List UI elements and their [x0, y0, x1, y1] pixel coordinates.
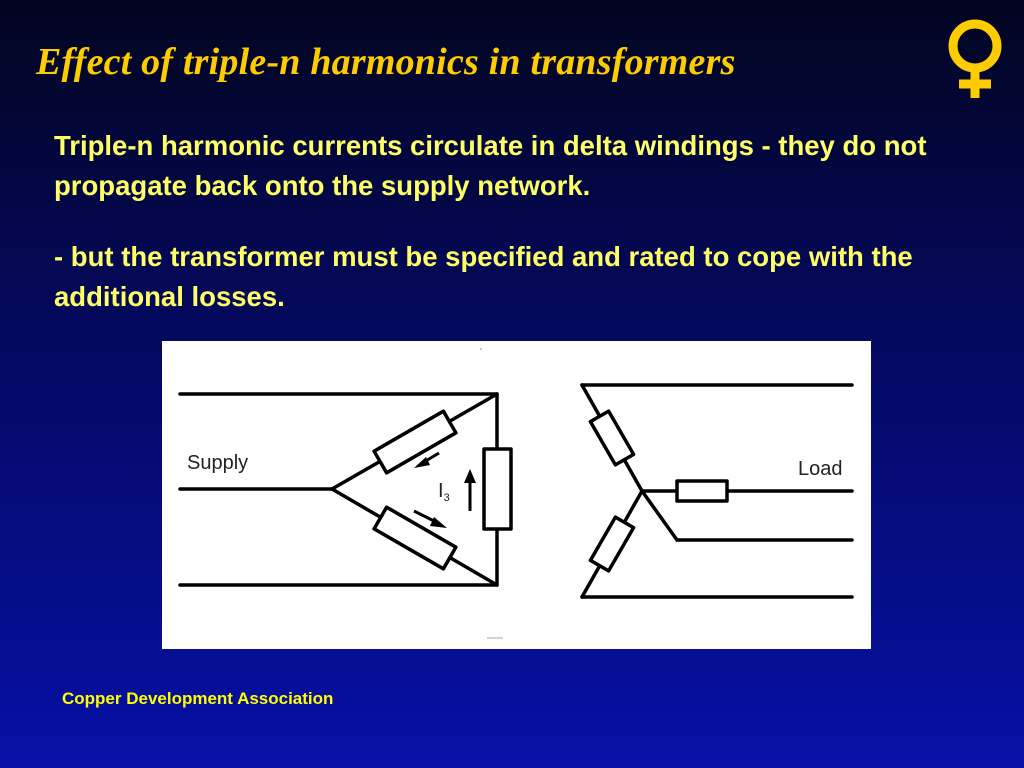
- paragraph-delta-windings: Triple-n harmonic currents circulate in …: [54, 130, 927, 201]
- slide-title: Effect of triple-n harmonics in transfor…: [36, 41, 736, 83]
- paragraph-rating-note: - but the transformer must be specified …: [54, 241, 913, 312]
- delta-resistor-upper: [372, 409, 458, 475]
- delta-winding-triangle: [330, 392, 499, 587]
- star-resistor-middle: [675, 479, 729, 503]
- footer-organization: Copper Development Association: [62, 689, 334, 708]
- supply-label: Supply: [187, 452, 248, 474]
- delta-resistor-right: [482, 447, 513, 531]
- copper-symbol-icon: [948, 19, 1002, 98]
- current-label: I3: [438, 480, 450, 504]
- current-label-subscript: 3: [444, 492, 450, 504]
- load-label: Load: [798, 458, 843, 480]
- star-neutral-link: [640, 489, 679, 542]
- star-resistor-upper: [588, 409, 636, 467]
- current-label-main: I: [438, 480, 444, 502]
- delta-resistor-lower: [372, 505, 458, 571]
- transformer-diagram: Supply Load I3: [162, 341, 871, 649]
- star-resistor-lower: [588, 515, 636, 573]
- current-arrow-lower-right: [413, 509, 437, 524]
